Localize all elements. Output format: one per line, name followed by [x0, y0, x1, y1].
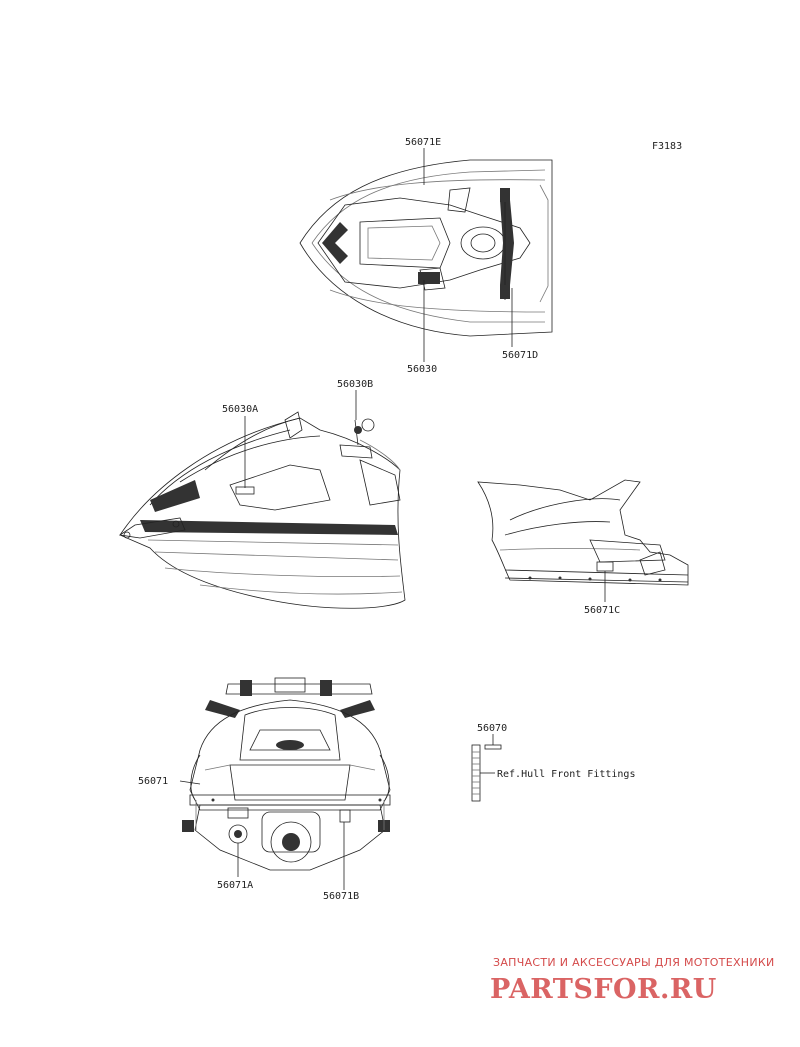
callout-56070: 56070	[477, 723, 507, 734]
reference-note: Ref.Hull Front Fittings	[497, 769, 635, 780]
watermark-tagline: ЗАПЧАСТИ И АКСЕССУАРЫ ДЛЯ МОТОТЕХНИКИ	[493, 956, 775, 969]
callout-56071A: 56071A	[217, 880, 253, 891]
callout-56030B: 56030B	[337, 379, 373, 390]
small-part-drawing	[471, 734, 502, 802]
callout-56071D: 56071D	[502, 350, 538, 361]
figure-code: F3183	[652, 141, 682, 152]
rear-view-drawing	[179, 677, 391, 890]
callout-56030A: 56030A	[222, 404, 258, 415]
side-view-drawing	[118, 390, 406, 609]
callout-56071C: 56071C	[584, 605, 620, 616]
callout-56071: 56071	[138, 776, 168, 787]
callout-56071B: 56071B	[323, 891, 359, 902]
callout-56030: 56030	[407, 364, 437, 375]
rear-side-drawing	[477, 479, 689, 602]
callout-56071E: 56071E	[405, 137, 441, 148]
watermark-logo: PARTSFOR.RU	[490, 974, 717, 1005]
top-view-drawing	[299, 148, 553, 362]
